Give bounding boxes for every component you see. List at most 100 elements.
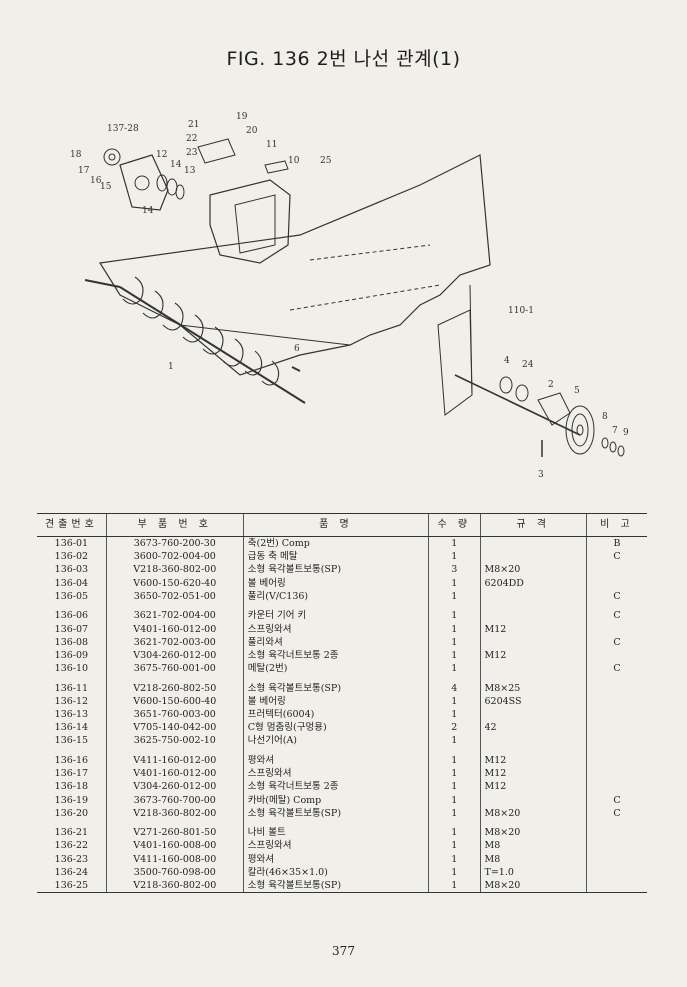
callout-label: 17 xyxy=(78,166,90,176)
quantity-cell: 1 xyxy=(428,767,480,781)
part-name-cell: 축(2번) Comp xyxy=(242,536,429,551)
note-cell xyxy=(585,681,647,695)
spacer-cell xyxy=(105,603,244,610)
spacer-cell xyxy=(242,603,429,610)
table-header-row: 견출번호 부 품 번 호 품 명 수 량 규 격 비 고 xyxy=(37,513,647,537)
group-spacer xyxy=(37,675,647,682)
callout-label: 6 xyxy=(294,344,300,354)
part-number-cell: 3651-760-003-00 xyxy=(105,708,244,722)
spec-cell: M8×20 xyxy=(479,563,587,577)
spacer-cell xyxy=(428,675,480,682)
quantity-cell: 1 xyxy=(428,550,480,564)
quantity-cell: 4 xyxy=(428,681,480,695)
quantity-cell: 1 xyxy=(428,879,480,894)
part-number-cell: V705-140-042-00 xyxy=(105,721,244,735)
note-cell: C xyxy=(585,550,647,564)
parts-table: 견출번호 부 품 번 호 품 명 수 량 규 격 비 고 136-01 3673-… xyxy=(37,513,647,894)
spec-cell: M12 xyxy=(479,753,587,768)
part-number-cell: 3500-760-098-00 xyxy=(105,865,244,880)
spec-cell: 6204SS xyxy=(479,694,587,709)
quantity-cell: 1 xyxy=(428,839,480,853)
index-cell: 136-20 xyxy=(54,807,89,819)
part-name-cell: 칼라(46×35×1.0) xyxy=(242,865,429,880)
spec-cell: M8 xyxy=(479,852,587,866)
note-cell xyxy=(585,576,647,590)
spec-cell xyxy=(479,793,587,807)
note-cell xyxy=(585,622,647,636)
spec-cell xyxy=(479,708,587,722)
spacer-cell xyxy=(105,819,244,827)
index-cell: 136-21 xyxy=(54,827,89,839)
part-number-cell: V304-260-012-00 xyxy=(105,780,244,794)
spacer-cell xyxy=(585,819,647,827)
col-header-index: 견출번호 xyxy=(37,513,107,537)
index-cell: 136-05 xyxy=(54,590,89,602)
spacer-cell xyxy=(242,747,429,754)
spec-cell: M12 xyxy=(479,767,587,781)
quantity-cell: 1 xyxy=(428,536,480,551)
col-header-quantity: 수 량 xyxy=(428,513,480,537)
col-header-part-number: 부 품 번 호 xyxy=(105,513,244,537)
index-cell: 136-22 xyxy=(54,840,89,852)
spec-cell: M8 xyxy=(479,839,587,853)
index-cell: 136-01 xyxy=(54,538,89,549)
note-cell: C xyxy=(585,793,647,807)
callout-label: 4 xyxy=(504,356,510,366)
callout-label: 9 xyxy=(623,428,629,438)
index-cell: 136-13 xyxy=(54,709,89,721)
part-name-cell: 볼 베어링 xyxy=(242,694,429,709)
part-number-cell: V218-360-802-00 xyxy=(105,806,244,820)
spec-cell: 6204DD xyxy=(479,576,587,590)
index-cell: 136-11 xyxy=(54,682,89,694)
note-cell: C xyxy=(585,806,647,820)
note-cell: C xyxy=(585,662,647,676)
part-name-cell: 풀리와셔 xyxy=(242,635,429,649)
part-number-cell: 3621-702-004-00 xyxy=(105,609,244,623)
spec-cell: M8×25 xyxy=(479,681,587,695)
exploded-parts-diagram: 137-28 18 17 16 15 14 12 14 13 21 22 23 … xyxy=(60,95,640,495)
index-cell: 136-19 xyxy=(54,794,89,806)
spec-cell xyxy=(479,550,587,564)
part-number-cell: 3673-760-700-00 xyxy=(105,793,244,807)
index-cell: 136-04 xyxy=(54,577,89,589)
spec-cell: 42 xyxy=(479,721,587,735)
part-name-cell: C형 멈춤링(구멍용) xyxy=(242,721,429,735)
part-number-cell: 3673-760-200-30 xyxy=(105,536,244,551)
quantity-cell: 2 xyxy=(428,721,480,735)
part-name-cell: 평와셔 xyxy=(242,852,429,866)
part-number-cell: V218-360-802-00 xyxy=(105,563,244,577)
quantity-cell: 1 xyxy=(428,826,480,840)
part-name-cell: 카운터 기어 키 xyxy=(242,609,429,623)
spec-cell xyxy=(479,536,587,551)
quantity-cell: 3 xyxy=(428,563,480,577)
spacer-cell xyxy=(242,819,429,827)
callout-label: 10 xyxy=(288,156,300,166)
index-cell: 136-06 xyxy=(54,610,89,622)
page-number: 377 xyxy=(332,944,355,958)
figure-title: FIG. 136 2번 나선 관계(1) xyxy=(226,48,461,70)
callout-label: 7 xyxy=(612,426,618,436)
index-cell: 136-17 xyxy=(54,768,89,780)
index-cell: 136-08 xyxy=(54,636,89,648)
spacer-cell xyxy=(242,675,429,682)
note-cell xyxy=(585,753,647,768)
part-number-cell: V401-160-012-00 xyxy=(105,622,244,636)
col-header-spec: 규 격 xyxy=(479,513,587,537)
note-cell xyxy=(585,694,647,709)
quantity-cell: 1 xyxy=(428,708,480,722)
spacer-cell xyxy=(585,747,647,754)
part-number-cell: V600-150-600-40 xyxy=(105,694,244,709)
quantity-cell: 1 xyxy=(428,589,480,604)
spec-cell xyxy=(479,734,587,748)
index-cell: 136-15 xyxy=(54,735,89,747)
